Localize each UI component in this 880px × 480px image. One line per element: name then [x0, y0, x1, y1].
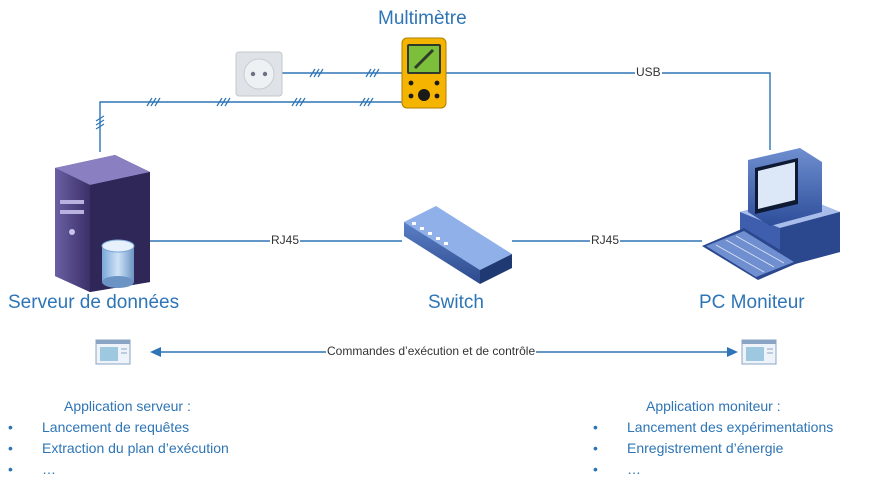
monitor-app-window-icon	[741, 339, 777, 365]
usb-label: USB	[635, 65, 662, 79]
server-app-list: Lancement de requêtes Extraction du plan…	[8, 417, 229, 480]
monitor-app-list: Lancement des expérimentations Enregistr…	[593, 417, 833, 480]
commands-label: Commandes d’exécution et de contrôle	[326, 344, 537, 358]
cable-marks	[95, 68, 380, 130]
list-item: …	[8, 459, 229, 480]
list-item: Lancement des expérimentations	[593, 417, 833, 438]
switch-label: Switch	[428, 292, 484, 313]
list-item: …	[593, 459, 833, 480]
multimeter-icon	[401, 37, 447, 109]
power-line-server	[99, 101, 402, 152]
wall-outlet-icon	[235, 51, 283, 97]
list-item: Lancement de requêtes	[8, 417, 229, 438]
multimeter-label: Multimètre	[378, 8, 467, 29]
arrow-head-right	[727, 347, 738, 357]
rj45-left-label: RJ45	[270, 233, 301, 247]
arrow-head-left	[150, 347, 161, 357]
server-icon	[55, 155, 150, 292]
monitor-app-title: Application moniteur :	[646, 398, 781, 414]
list-item: Extraction du plan d’exécution	[8, 438, 229, 459]
monitor-label: PC Moniteur	[699, 292, 805, 313]
list-item: Enregistrement d’énergie	[593, 438, 833, 459]
usb-line	[446, 72, 771, 150]
server-app-window-icon	[95, 339, 131, 365]
server-label: Serveur de données	[8, 292, 180, 313]
pc-icon	[702, 148, 840, 280]
rj45-right-label: RJ45	[590, 233, 621, 247]
switch-icon	[404, 206, 512, 284]
server-app-title: Application serveur :	[64, 398, 191, 414]
